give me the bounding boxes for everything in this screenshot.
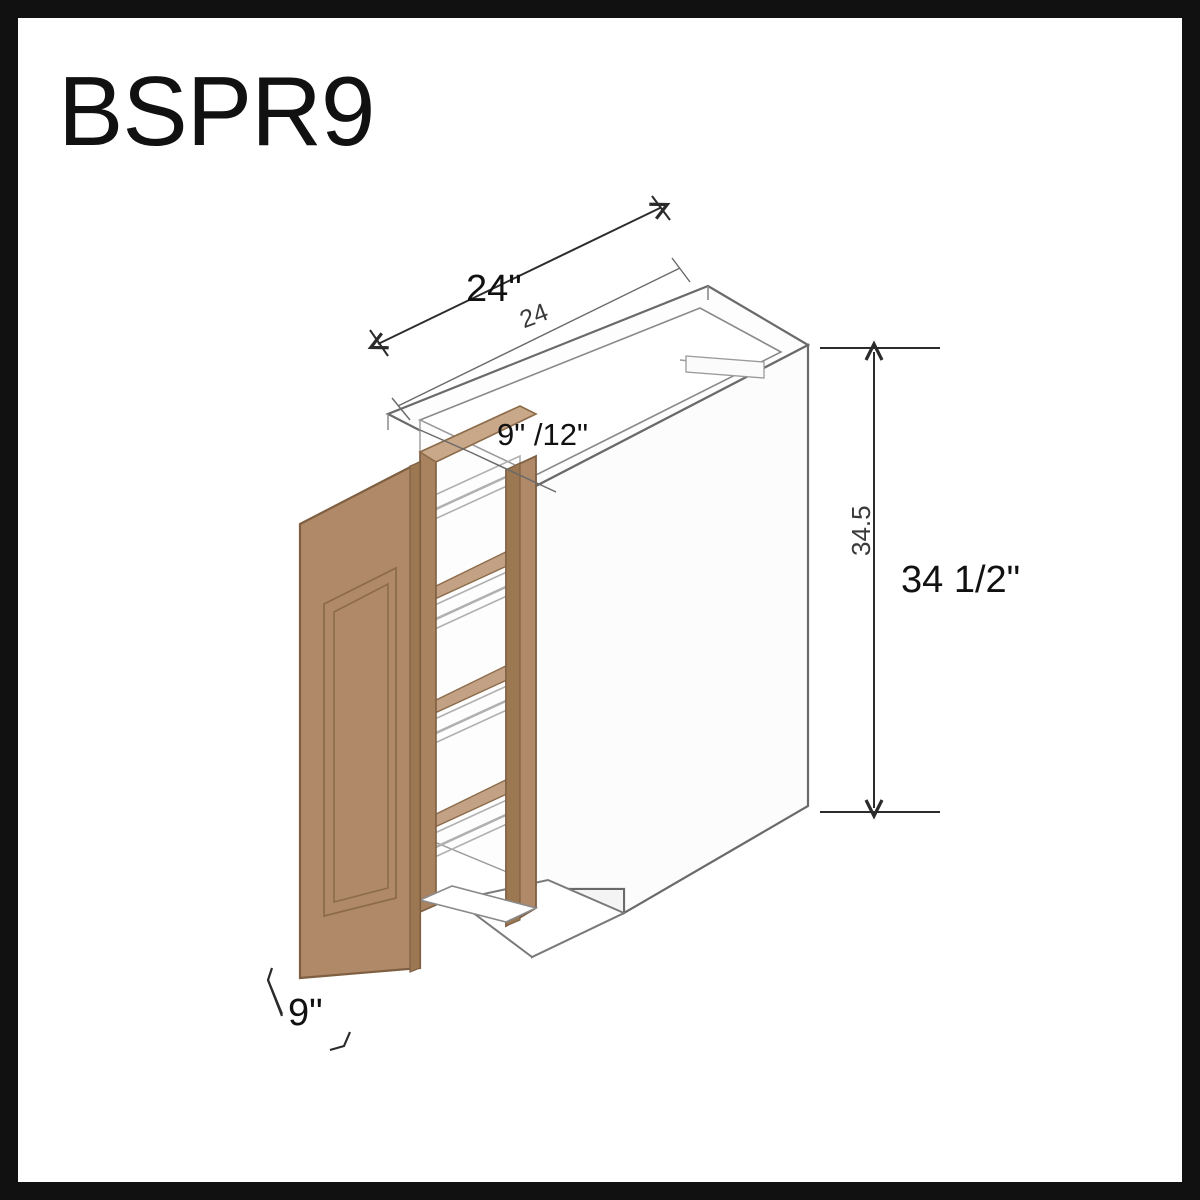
pullout-spice-rack xyxy=(298,405,539,980)
dimension-depth xyxy=(367,195,691,493)
page-title: BSPR9 xyxy=(58,56,375,166)
dimension-label-pullout-width: 9" /12" xyxy=(497,417,588,452)
dimension-label-height: 34 1/2" xyxy=(901,559,1021,601)
dimension-height xyxy=(820,340,940,820)
dimension-label-depth: 24" xyxy=(466,268,522,310)
dimension-label-width: 9" xyxy=(288,992,323,1034)
dimension-width xyxy=(266,967,352,1052)
